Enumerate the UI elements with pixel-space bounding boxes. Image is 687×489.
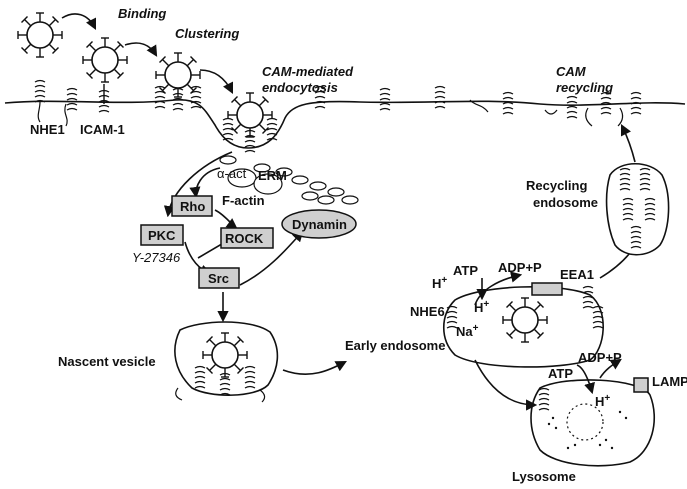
label-binding: Binding [118,6,166,21]
label-cam-recycling-1: CAM [556,64,587,79]
label-pkc: PKC [148,228,176,243]
label-lamp1: LAMP1 [652,374,687,389]
label-f-actin: F-actin [222,193,265,208]
label-recycling-1: Recycling [526,178,587,193]
nanocarrier-binding [82,37,128,83]
label-nhe1: NHE1 [30,122,65,137]
label-rock: ROCK [225,231,264,246]
label-cam-recycling-2: recycling [556,80,613,95]
icam1-receptor [64,87,78,127]
label-dynamin: Dynamin [292,217,347,232]
label-icam1: ICAM-1 [80,122,125,137]
label-src: Src [208,271,229,286]
early-endosome [443,282,604,368]
rock-box [220,227,274,249]
label-h-plus-1: H+ [432,275,447,291]
label-h-plus-2: H+ [474,299,489,315]
lysosome [530,377,656,467]
label-eea1: EEA1 [560,267,594,282]
pkc-box [140,224,184,246]
label-clustering: Clustering [175,26,239,41]
label-h-plus-3: H+ [595,393,610,409]
recycling-receptors [544,91,642,127]
membrane-receptor-mid [314,85,514,115]
plasma-membrane [4,99,686,149]
nanocarrier-free [17,12,63,58]
label-adp-p-2: ADP+P [578,350,622,365]
dynamin-oval [281,209,357,239]
src-box [198,267,240,289]
recycling-endosome [605,163,670,256]
label-nascent-vesicle: Nascent vesicle [58,354,156,369]
label-nhe6: NHE6 [410,304,445,319]
label-cam-mediated-1: CAM-mediated [262,64,354,79]
label-alpha-act: α-act [217,166,247,181]
label-atp-1: ATP [453,263,478,278]
label-erm: ERM [258,168,287,183]
label-y27346: Y-27346 [132,250,181,265]
label-recycling-2: endosome [533,195,598,210]
label-rho: Rho [180,199,205,214]
label-cam-mediated-2: endocytosis [262,80,338,95]
label-atp-2: ATP [548,366,573,381]
label-lysosome: Lysosome [512,469,576,484]
label-na-plus: Na+ [456,323,479,339]
nhe1-receptor [34,79,46,123]
nanocarrier-clustering [154,52,202,111]
label-early-endosome: Early endosome [345,338,445,353]
rho-box [171,195,213,217]
label-adp-p-1: ADP+P [498,260,542,275]
alpha-actinin-erm-complex [227,168,283,195]
nascent-vesicle [174,321,279,403]
icam1-stalk [98,84,110,113]
f-actin-filaments [219,155,359,205]
